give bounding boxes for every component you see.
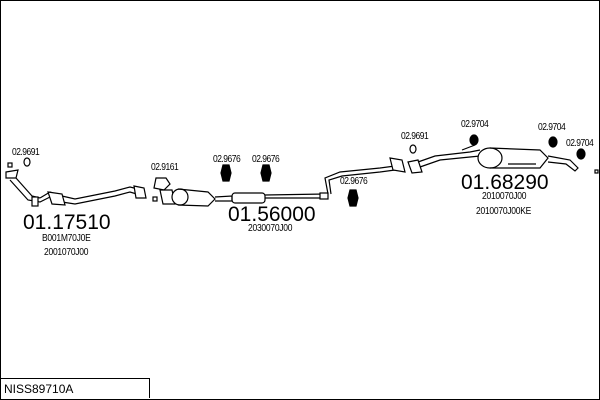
- oem-number: B001M70J0E: [42, 233, 91, 244]
- accessory-label: 02.9676: [213, 154, 241, 165]
- accessory-label: 02.9704: [566, 138, 594, 149]
- intermediate-pipe: [324, 157, 423, 195]
- part-number: 01.68290: [461, 171, 549, 194]
- accessory-label: 02.9676: [252, 154, 280, 165]
- oem-number: 2010070J00: [482, 191, 527, 202]
- accessory-label: 02.9704: [538, 122, 566, 133]
- rear-silencer-01-68290: [417, 144, 599, 174]
- accessory-label: 02.9691: [12, 147, 40, 158]
- diagram-code: NISS89710A: [0, 378, 150, 398]
- front-pipe-01-17510: [5, 162, 147, 207]
- oem-number: 2030070J00: [248, 223, 293, 234]
- center-pipe-01-56000: [152, 188, 329, 207]
- accessory-icons: [23, 134, 586, 207]
- accessory-label: 02.9161: [151, 162, 179, 173]
- part-number: 01.56000: [228, 203, 316, 226]
- accessory-label: 02.9676: [340, 176, 368, 187]
- accessory-label: 02.9691: [401, 131, 429, 142]
- part-number: 01.17510: [23, 211, 111, 234]
- oem-number: 2010070J00KE: [476, 206, 532, 217]
- accessory-label: 02.9704: [461, 119, 489, 130]
- oem-number: 2001070J00: [44, 247, 89, 258]
